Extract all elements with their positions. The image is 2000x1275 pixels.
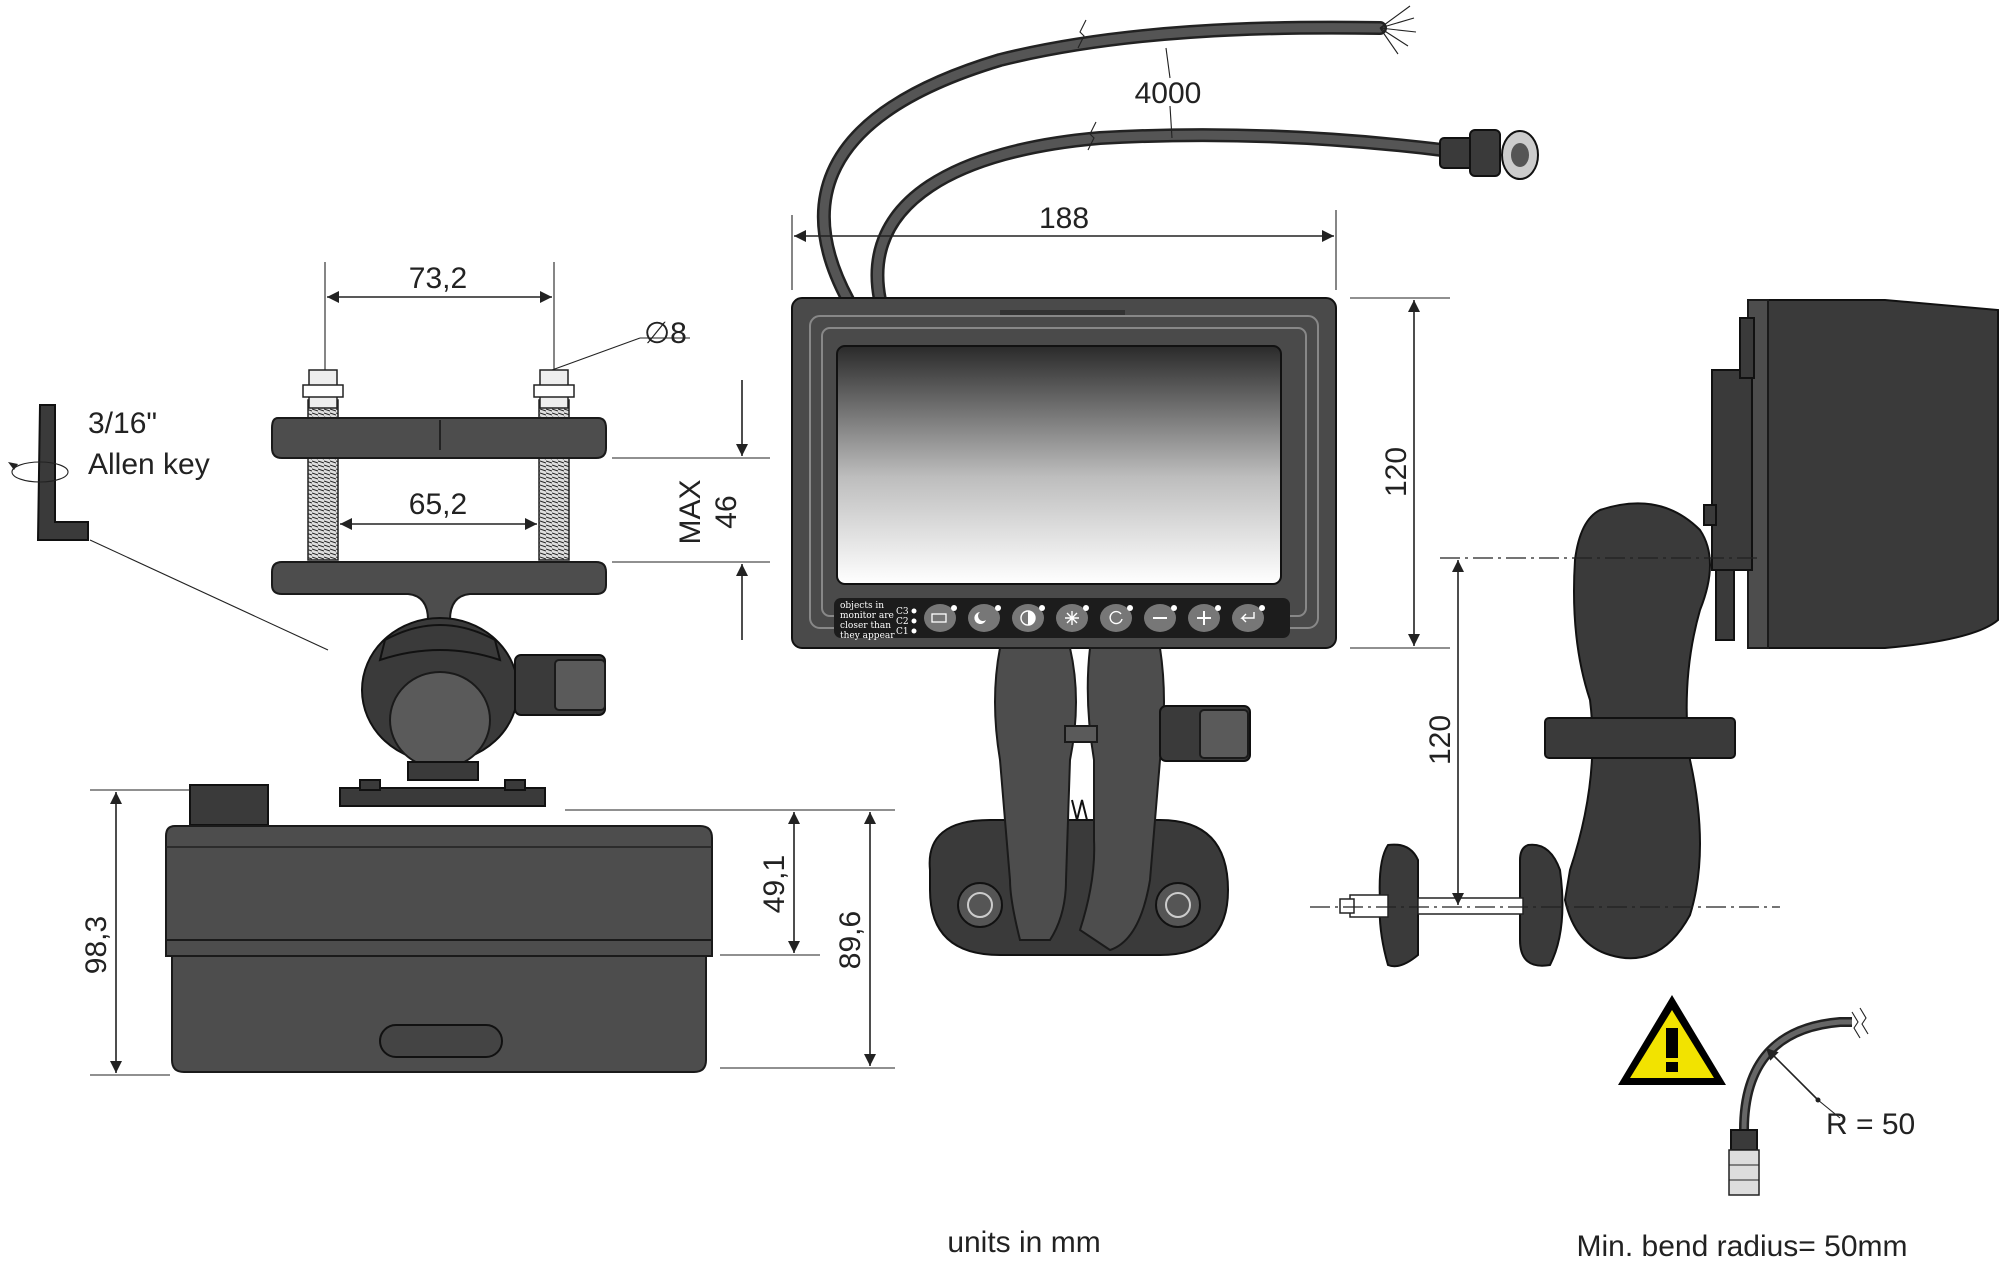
dim-bracket-inner-width: 65,2 [409, 488, 467, 521]
enter-button-icon [1232, 604, 1265, 632]
dim-monitor-height: 120 [1380, 447, 1413, 497]
dim-bend-radius: R = 50 [1826, 1108, 1915, 1141]
dim-mount-offset: 120 [1424, 715, 1457, 765]
camera-select-button-icon [924, 604, 957, 632]
dim-bracket-outer-width: 73,2 [409, 262, 467, 295]
monitor-c2-label: C2 [896, 617, 909, 627]
dim-clamp-max-label: MAX [674, 479, 707, 544]
bend-radius-note: Min. bend radius= 50mm [1577, 1230, 1908, 1263]
units-note: units in mm [947, 1226, 1100, 1259]
dim-monitor-width: 188 [1039, 202, 1089, 235]
bend-radius-cable [1728, 1007, 1869, 1196]
clamp-assembly [165, 369, 713, 1073]
monitor: objects in monitor are closer than they … [791, 297, 1337, 649]
day-night-button-icon [968, 604, 1001, 632]
rotate-arrow-icon [8, 461, 69, 483]
contrast-button-icon [1012, 604, 1045, 632]
monitor-warning-line1: objects in [840, 601, 884, 611]
monitor-warning-line3: closer than [840, 621, 891, 631]
dim-base-height-b: 89,6 [834, 911, 867, 969]
warning-triangle-icon [1618, 995, 1726, 1085]
monitor-warning-line2: monitor are [840, 611, 894, 621]
side-view [1339, 299, 1999, 968]
monitor-c1-label: C1 [896, 627, 909, 637]
dim-bolt-diameter: ∅8 [644, 317, 687, 350]
allen-key-icon [36, 404, 89, 541]
allen-key-size: 3/16" [88, 407, 157, 440]
monitor-button-icons [924, 604, 1265, 632]
dim-base-height-total: 98,3 [80, 916, 113, 974]
monitor-c3-label: C3 [896, 607, 909, 617]
monitor-mount-arm [928, 647, 1251, 956]
monitor-cables [816, 5, 1539, 307]
rotate-button-icon [1100, 604, 1133, 632]
monitor-warning-line4: they appear [840, 631, 895, 641]
plus-button-icon [1188, 604, 1221, 632]
dim-cable-length: 4000 [1135, 77, 1202, 110]
brightness-button-icon [1056, 604, 1089, 632]
minus-button-icon [1144, 604, 1177, 632]
dim-base-height-a: 49,1 [758, 855, 791, 913]
dim-clamp-max-value: 46 [710, 495, 743, 528]
allen-key-name: Allen key [88, 448, 210, 481]
